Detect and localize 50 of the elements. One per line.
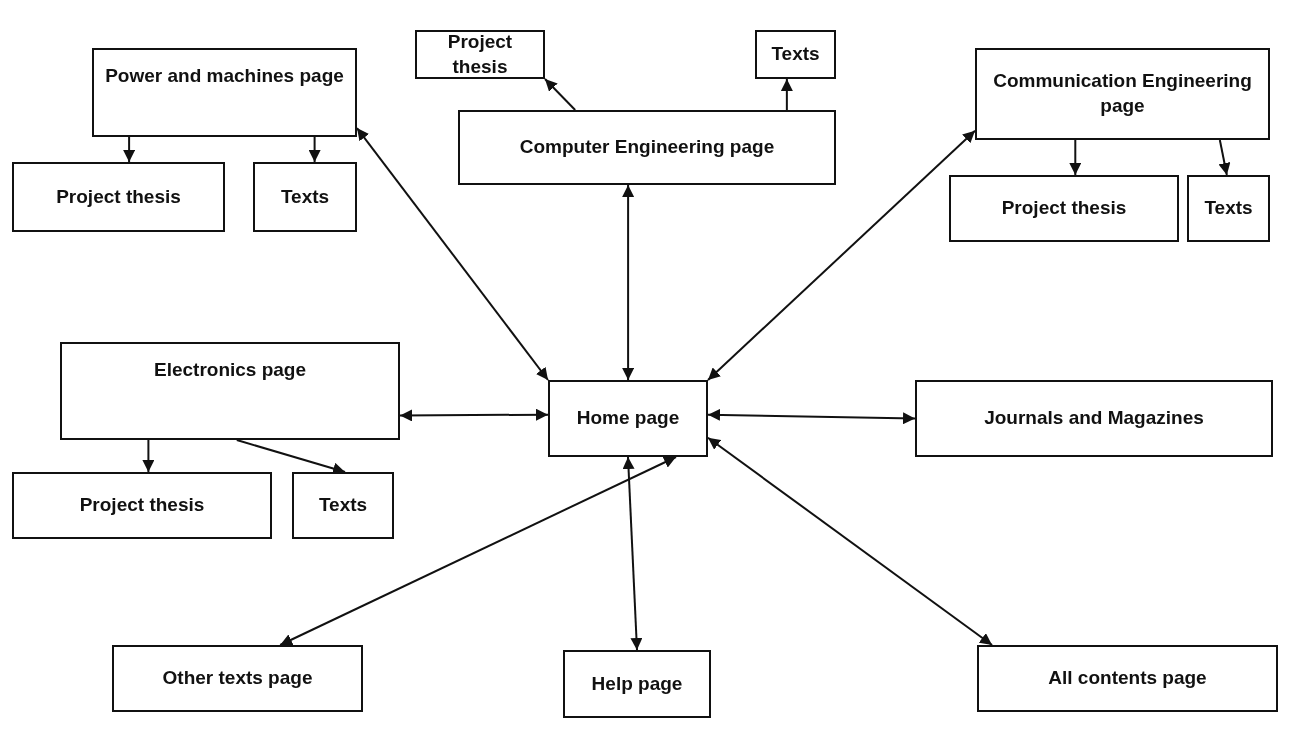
- page-label: Electronics page: [153, 358, 307, 382]
- arrow: [707, 129, 976, 381]
- page-box: [60, 342, 400, 440]
- arrow: [780, 78, 793, 111]
- arrow: [123, 136, 136, 163]
- page-box: [975, 48, 1270, 140]
- page-label: Home page: [576, 406, 680, 431]
- arrow: [622, 184, 635, 381]
- page-box: [755, 30, 836, 79]
- page-box: [458, 110, 836, 185]
- arrow: [235, 439, 347, 475]
- page-label: Help page: [591, 671, 683, 696]
- page-label: Project thesis: [79, 493, 205, 518]
- arrow: [707, 436, 994, 646]
- page-box: [92, 48, 357, 137]
- page-label: Journals and Magazines: [984, 406, 1204, 431]
- page-box: [253, 162, 357, 232]
- page-box: [415, 30, 545, 79]
- page-label: Communication Engineering page: [992, 69, 1253, 118]
- page-label: Computer Engineering page: [519, 135, 775, 160]
- page-box: [915, 380, 1273, 457]
- arrow: [707, 408, 916, 425]
- page-label: Project thesis: [56, 184, 181, 209]
- page-box: [292, 472, 394, 539]
- page-box: [563, 650, 711, 718]
- page-box: [1187, 175, 1270, 242]
- arrow: [308, 136, 321, 163]
- page-label: Texts: [771, 42, 820, 67]
- page-label: All contents page: [1048, 666, 1207, 691]
- page-box: [112, 645, 363, 712]
- page-label: Project thesis: [1001, 196, 1127, 221]
- arrow: [399, 408, 549, 422]
- page-box: [12, 472, 272, 539]
- arrow: [1069, 139, 1082, 176]
- page-label: Other texts page: [162, 666, 313, 691]
- arrow: [544, 78, 577, 111]
- page-box: [12, 162, 225, 232]
- arrow: [142, 439, 155, 473]
- arrow: [356, 127, 549, 381]
- page-box: [949, 175, 1179, 242]
- arrow: [1218, 139, 1231, 176]
- page-label: Project thesis: [446, 29, 514, 79]
- page-label: Texts: [1204, 196, 1253, 221]
- page-box: [977, 645, 1278, 712]
- arrow: [622, 456, 643, 651]
- page-label: Texts: [318, 493, 368, 518]
- page-label: Texts: [280, 184, 330, 209]
- page-box: [548, 380, 708, 457]
- page-label: Power and machines page: [105, 64, 344, 88]
- arrow: [279, 456, 677, 646]
